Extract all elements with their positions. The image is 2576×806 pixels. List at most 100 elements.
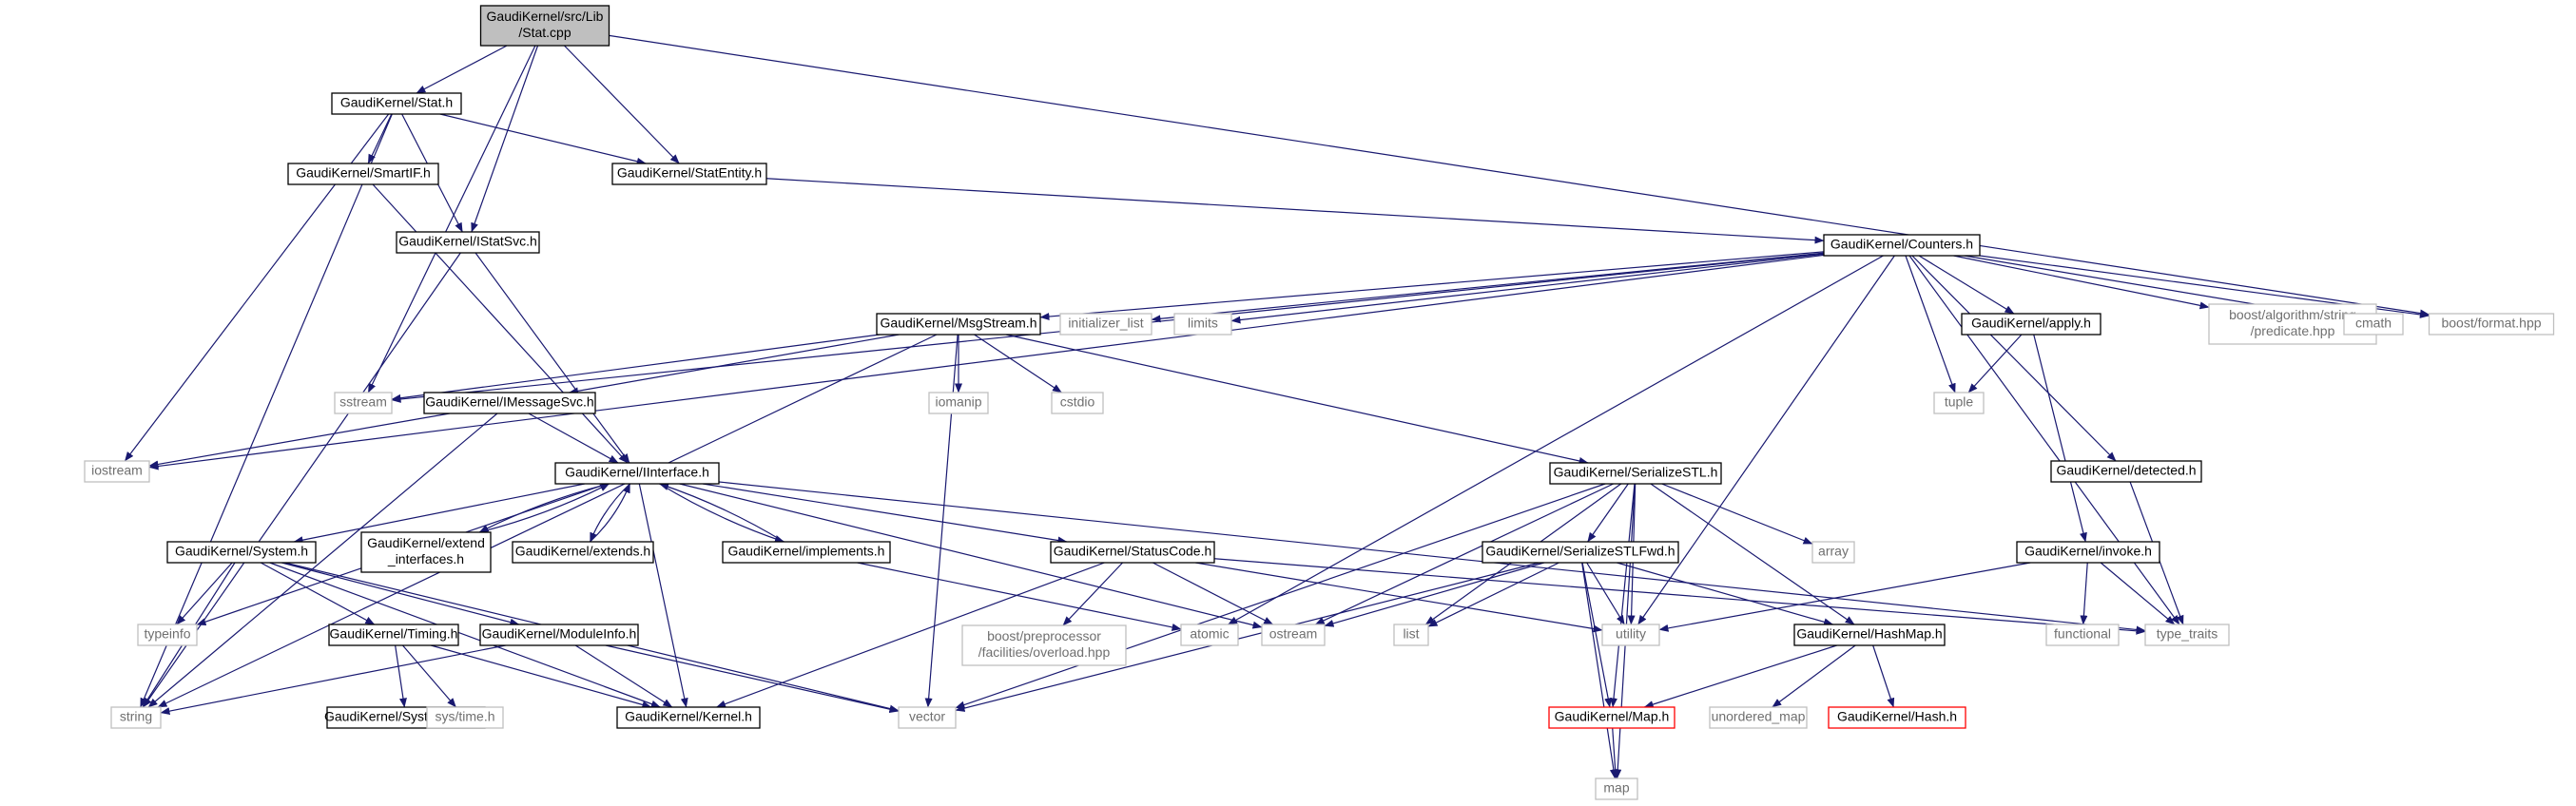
node-limits: limits (1173, 313, 1232, 336)
node-gaudikernel-serializestl-h[interactable]: GaudiKernel/SerializeSTL.h (1549, 462, 1722, 485)
edge-msgstream-to-cstdio (974, 334, 1062, 393)
node-label: ostream (1269, 626, 1318, 642)
node-gaudikernel-moduleinfo-h[interactable]: GaudiKernel/ModuleInfo.h (479, 624, 639, 646)
node-gaudikernel-stat-h[interactable]: GaudiKernel/Stat.h (331, 92, 462, 115)
node-label: GaudiKernel/StatusCode.h (1054, 544, 1212, 559)
edge-moduleinfo-to-kernel (574, 644, 673, 708)
node-gaudikernel-system-h[interactable]: GaudiKernel/System.h (166, 541, 317, 564)
node-gaudikernel-istatsvc-h[interactable]: GaudiKernel/IStatSvc.h (396, 231, 540, 254)
node-gaudikernel-iinterface-h[interactable]: GaudiKernel/IInterface.h (554, 462, 720, 485)
node-box (961, 624, 1127, 666)
edge-moduleinfo-to-string (160, 644, 506, 716)
edge-counters-to-detected (1911, 255, 2117, 462)
edge-counters-to-utility (1637, 255, 1895, 625)
node-box (1051, 392, 1104, 414)
edge-iinterface-to-ostream (679, 483, 1263, 629)
edge-serstlfwd-to-vector (955, 562, 1540, 712)
edge-implements-to-atomic (857, 562, 1182, 631)
node-label: GaudiKernel/System.h (175, 544, 308, 559)
edge-moduleinfo-to-vector (605, 644, 900, 714)
node-gaudikernel-statentity-h[interactable]: GaudiKernel/StatEntity.h (611, 163, 767, 185)
node-box (1059, 313, 1152, 336)
node-gaudikernel-implements-h[interactable]: GaudiKernel/implements.h (722, 541, 891, 564)
node-utility: utility (1601, 624, 1660, 646)
node-gaudikernel-src-lib-stat-cpp[interactable]: GaudiKernel/src/Lib/Stat.cpp (479, 5, 610, 47)
node-box (1173, 313, 1232, 336)
edge-extends-to-iinterface (590, 483, 631, 543)
node-gaudikernel-msgstream-h[interactable]: GaudiKernel/MsgStream.h (876, 313, 1041, 336)
node-gaudikernel-serializestlfwd-h[interactable]: GaudiKernel/SerializeSTLFwd.h (1482, 541, 1679, 564)
edge-stat_h-to-statentity (439, 113, 647, 165)
edge-counters-to-init_list (1151, 252, 1825, 323)
node-label: GaudiKernel/invoke.h (2024, 544, 2152, 559)
edge-stat_cpp-to-bformat (609, 34, 2430, 317)
edge-serstlfwd-to-map (1581, 562, 1617, 779)
node-box (554, 462, 720, 485)
edge-statuscode-to-ostream (1152, 562, 1274, 625)
edge-msgstream-to-imessagesvc (569, 334, 900, 395)
edge-statuscode-to-boostpp (1062, 562, 1123, 626)
node-gaudikernel-kernel-h[interactable]: GaudiKernel/Kernel.h (616, 706, 761, 729)
node-type-traits: type_traits (2144, 624, 2230, 646)
node-gaudikernel-detected-h[interactable]: GaudiKernel/detected.h (2050, 460, 2202, 483)
node-box (1793, 624, 1946, 646)
edge-counters-to-limits (1230, 253, 1825, 324)
node-label: GaudiKernel/Counters.h (1830, 237, 1973, 252)
node-gaudikernel-imessagesvc-h[interactable]: GaudiKernel/IMessageSvc.h (423, 392, 596, 414)
node-box (2050, 460, 2202, 483)
edge-imessagesvc-to-string (147, 413, 498, 708)
node-label: GaudiKernel/extend (367, 535, 485, 550)
node-label: list (1403, 626, 1419, 642)
node-gaudikernel-smartif-h[interactable]: GaudiKernel/SmartIF.h (287, 163, 439, 185)
node-label: GaudiKernel/Timing.h (330, 626, 458, 642)
edge-counters-to-msgstream (1039, 251, 1825, 320)
node-box (1709, 706, 1808, 729)
node-label: initializer_list (1068, 316, 1143, 331)
node-label: atomic (1190, 626, 1229, 642)
node-gaudikernel-map-h[interactable]: GaudiKernel/Map.h (1548, 706, 1675, 729)
node-box (1549, 462, 1722, 485)
edge-msgstream-to-serstl (1005, 334, 1589, 465)
node-gaudikernel-extend-interfaces-h[interactable]: GaudiKernel/extend_interfaces.h (360, 531, 492, 573)
node-gaudikernel-extends-h[interactable]: GaudiKernel/extends.h (512, 541, 654, 564)
node-label: GaudiKernel/SerializeSTLFwd.h (1485, 544, 1675, 559)
node-gaudikernel-counters-h[interactable]: GaudiKernel/Counters.h (1823, 234, 1981, 257)
node-iomanip: iomanip (928, 392, 989, 414)
node-label: GaudiKernel/src/Lib (487, 9, 604, 24)
edge-serstl-to-vector (955, 483, 1606, 709)
node-cstdio: cstdio (1051, 392, 1104, 414)
edge-serstl-to-array (1661, 483, 1813, 545)
node-tuple: tuple (1933, 392, 1985, 414)
node-label: GaudiKernel/Kernel.h (625, 709, 752, 724)
node-box (611, 163, 767, 185)
node-label: unordered_map (1712, 709, 1806, 724)
node-box (512, 541, 654, 564)
node-boost-preprocessor-facilities-overload-hpp: boost/preprocessor/facilities/overload.h… (961, 624, 1127, 666)
node-label: iomanip (935, 394, 981, 410)
node-list: list (1393, 624, 1429, 646)
node-box (1050, 541, 1215, 564)
edge-iinterface-to-type_traits (718, 481, 2146, 634)
node-gaudikernel-statuscode-h[interactable]: GaudiKernel/StatusCode.h (1050, 541, 1215, 564)
node-atomic: atomic (1180, 624, 1239, 646)
node-label: GaudiKernel/apply.h (1971, 316, 2091, 331)
node-gaudikernel-hash-h[interactable]: GaudiKernel/Hash.h (1828, 706, 1966, 729)
node-box (2016, 541, 2160, 564)
edge-implements-to-iinterface (659, 483, 784, 543)
node-gaudikernel-invoke-h[interactable]: GaudiKernel/invoke.h (2016, 541, 2160, 564)
edge-stat_h-to-string (140, 113, 393, 708)
nodes-layer: GaudiKernel/src/Lib/Stat.cppGaudiKernel/… (84, 5, 2555, 800)
node-label: /Stat.cpp (518, 25, 571, 40)
edge-stat_cpp-to-statentity (564, 45, 680, 164)
edge-statentity-to-counters (765, 178, 1825, 244)
node-box (2343, 313, 2404, 336)
node-gaudikernel-timing-h[interactable]: GaudiKernel/Timing.h (328, 624, 459, 646)
node-box (1933, 392, 1985, 414)
edge-stat_cpp-to-stat_h (416, 45, 508, 94)
node-label: GaudiKernel/Stat.h (340, 95, 453, 110)
node-gaudikernel-hashmap-h[interactable]: GaudiKernel/HashMap.h (1793, 624, 1946, 646)
node-gaudikernel-apply-h[interactable]: GaudiKernel/apply.h (1961, 313, 2101, 336)
node-box (479, 5, 610, 47)
node-boost-algorithm-string-predicate-hpp: boost/algorithm/string/predicate.hpp (2208, 303, 2377, 345)
edge-smartif-to-iinterface (372, 183, 629, 464)
